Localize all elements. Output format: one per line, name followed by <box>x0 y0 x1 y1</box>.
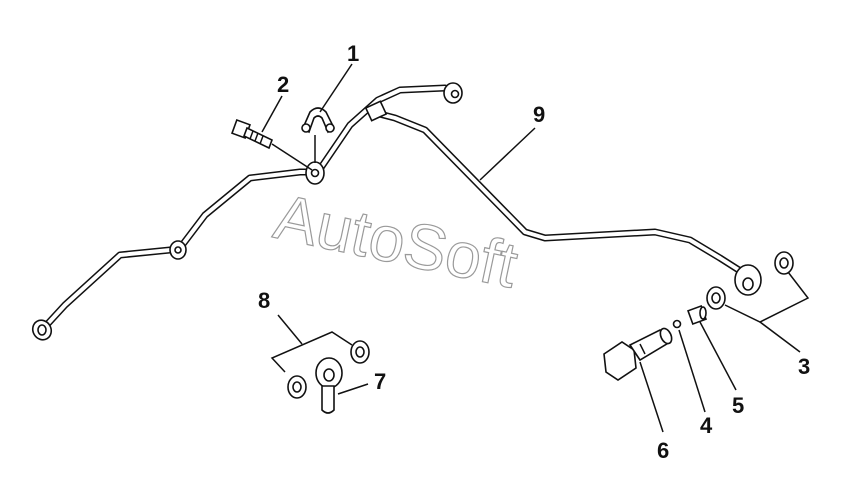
callout-5: 5 <box>732 393 744 418</box>
leader-3b <box>759 321 801 353</box>
callout-2: 2 <box>277 72 289 97</box>
tube-tee-fitting <box>364 100 388 122</box>
leader-lines <box>261 63 810 433</box>
callout-7: 7 <box>374 369 386 394</box>
banjo-bolt <box>603 327 673 381</box>
fuel-tube-left <box>38 84 456 334</box>
leader-4 <box>678 329 706 413</box>
leader-6 <box>639 361 664 433</box>
tube-end-left <box>31 319 53 341</box>
bolt-small <box>231 119 313 171</box>
leader-8b <box>277 314 303 345</box>
fuel-tube-right <box>368 108 746 276</box>
washer-3a <box>774 251 794 275</box>
leader-2 <box>261 95 283 133</box>
callout-4: 4 <box>700 413 713 438</box>
leader-5 <box>699 321 737 391</box>
leader-3 <box>724 271 810 323</box>
washer-3b <box>706 286 726 310</box>
watermark-text: AutoSoft <box>269 180 524 302</box>
leader-1 <box>319 63 353 113</box>
ball <box>672 319 682 329</box>
watermark: AutoSoft <box>268 180 525 303</box>
tube-clamp-left <box>169 240 187 260</box>
leader-9 <box>479 127 536 181</box>
leader-7 <box>337 383 369 395</box>
washer-8b <box>287 375 307 399</box>
washer-8a <box>350 340 370 364</box>
callout-6: 6 <box>657 438 669 463</box>
tube-end-top <box>443 82 463 104</box>
bracket-clip <box>301 107 336 163</box>
eye-fitting-right <box>734 264 762 296</box>
callout-9: 9 <box>533 102 545 127</box>
leader-8 <box>270 331 353 373</box>
callout-1: 1 <box>347 41 359 66</box>
callout-3: 3 <box>798 354 810 379</box>
eye-fitting-small <box>315 357 343 414</box>
callout-8: 8 <box>258 288 270 313</box>
sleeve <box>687 305 707 325</box>
tube-joint-center <box>305 161 325 185</box>
